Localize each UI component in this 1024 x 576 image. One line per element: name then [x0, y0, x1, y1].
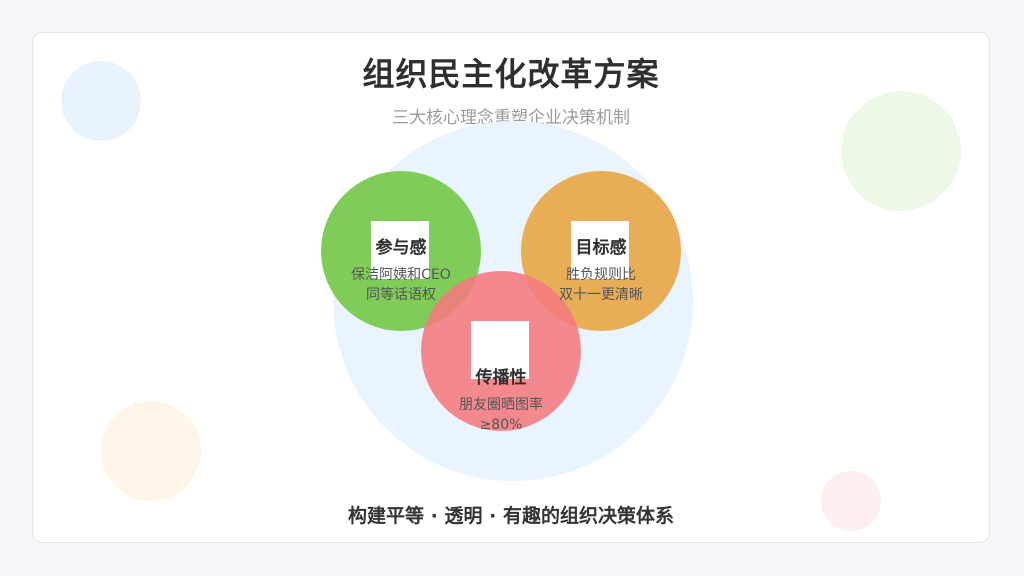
label-box-goal	[571, 221, 629, 279]
concept-desc-participation-line1: 保洁阿姨和CEO	[351, 267, 451, 283]
label-box-spread	[471, 321, 529, 379]
concept-name-participation: 参与感	[375, 238, 427, 258]
concept-desc-goal-line1: 胜负规则比	[566, 267, 636, 283]
label-box-participation	[371, 221, 429, 279]
concept-name-goal: 目标感	[575, 238, 627, 258]
decor-circle-green	[841, 91, 961, 211]
footer-tagline: 构建平等 · 透明 · 有趣的组织决策体系	[348, 505, 674, 527]
concept-desc-spread-line2: ≥80%	[479, 417, 523, 433]
page-subtitle: 三大核心理念重塑企业决策机制	[392, 108, 630, 128]
slide-card: 组织民主化改革方案 三大核心理念重塑企业决策机制 参与感 保洁阿姨和CEO 同等…	[32, 32, 990, 543]
page-title: 组织民主化改革方案	[362, 55, 660, 93]
concept-name-spread: 传播性	[475, 368, 527, 388]
decor-circle-blue	[61, 61, 141, 141]
decor-circle-orange	[101, 401, 201, 501]
concept-desc-goal-line2: 双十一更清晰	[559, 287, 643, 303]
concept-desc-participation-line2: 同等话语权	[366, 287, 436, 303]
concept-desc-spread-line1: 朋友圈晒图率	[459, 397, 543, 413]
decor-circle-pink	[821, 471, 881, 531]
